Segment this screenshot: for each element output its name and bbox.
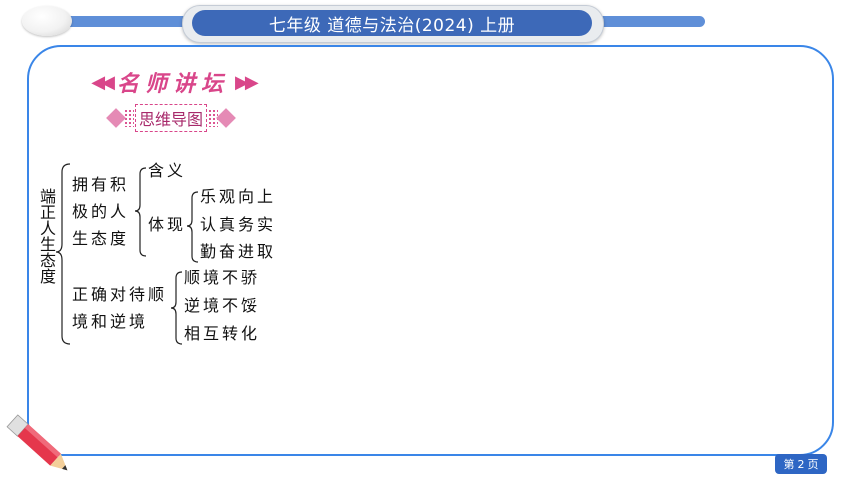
title-pill: 七年级 道德与法治(2024) 上册 [192, 10, 592, 36]
branch2-item: 顺境不骄 [184, 268, 261, 287]
embodiment-item: 认真务实 [200, 215, 277, 234]
pencil-icon [6, 414, 68, 471]
header-oval-decoration [22, 6, 72, 36]
section-banner: ◀◀ 名师讲坛 ▶▶ [64, 68, 282, 98]
page-prefix: 第 [783, 458, 795, 471]
branch2-line2: 境和逆境 [72, 312, 149, 331]
dots-decoration [208, 109, 218, 127]
chevron-right-icon: ▶▶ [235, 71, 259, 93]
branch1-line2: 极的人 [72, 202, 130, 221]
branch2-item: 逆境不馁 [184, 296, 261, 315]
page-number-badge: 第 2 页 [775, 454, 827, 474]
meaning-node: 含义 [148, 161, 187, 180]
brace-branch1 [134, 167, 147, 257]
page-title: 七年级 道德与法治(2024) 上册 [268, 15, 516, 36]
embodiment-item: 乐观向上 [200, 187, 277, 206]
branch2-line1: 正确对待顺 [72, 285, 168, 304]
branch1-line1: 拥有积 [72, 175, 130, 194]
page-number: 2 [797, 457, 805, 471]
branch2-item: 相互转化 [184, 324, 261, 343]
page-suffix: 页 [807, 458, 819, 471]
content-frame [27, 45, 834, 456]
branch1-line3: 生态度 [72, 229, 130, 248]
embodiment-item: 勤奋进取 [200, 242, 277, 261]
banner-title: 名师讲坛 [116, 72, 229, 97]
mindmap-title: 思维导图 [134, 104, 207, 132]
mindmap-heading: 思维导图 [96, 104, 246, 132]
brace-branch2 [170, 271, 183, 345]
embodiment-node: 体现 [148, 215, 187, 234]
brace-root [55, 163, 71, 345]
dots-decoration [123, 109, 134, 127]
brace-embodiment [186, 191, 199, 263]
root-node: 端正人生态度 [37, 188, 56, 284]
chevron-left-icon: ◀◀ [91, 71, 115, 93]
